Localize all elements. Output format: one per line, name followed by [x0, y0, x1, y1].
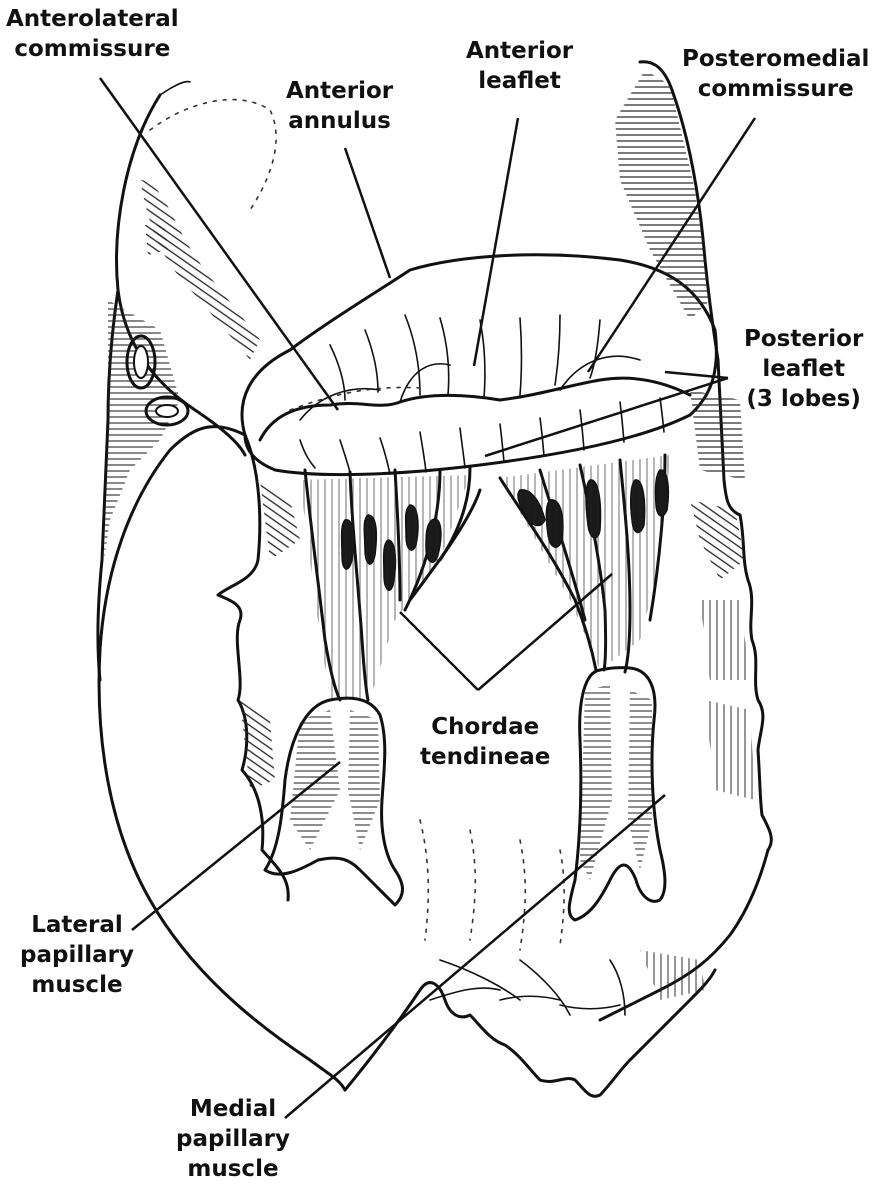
chordae-right-group [500, 455, 670, 672]
label-anterolateral-commissure: Anterolateral commissure [6, 4, 179, 64]
label-posteromedial-commissure: Posteromedial commissure [682, 44, 869, 104]
label-medial-papillary-muscle: Medial papillary muscle [176, 1094, 290, 1184]
ventricular-floor [345, 820, 715, 1096]
leader-anterior-leaflet [474, 118, 518, 366]
posterior-leaflet-ribs [300, 398, 664, 474]
left-ventricle-outer-wall [98, 290, 188, 680]
medial-papillary-muscle-shape [569, 668, 665, 920]
mitral-annulus [242, 255, 716, 475]
label-anterior-annulus: Anterior annulus [286, 76, 393, 136]
right-atrial-wall [615, 62, 745, 515]
leader-anterior-annulus [345, 148, 390, 278]
label-lateral-papillary-muscle: Lateral papillary muscle [20, 910, 134, 1000]
label-posterior-leaflet: Posterior leaflet (3 lobes) [744, 324, 863, 414]
leader-medial-papillary [285, 795, 665, 1118]
leader-chordae-1 [400, 612, 478, 690]
label-chordae-tendineae: Chordae tendineae [420, 712, 550, 772]
lateral-papillary-muscle-shape [265, 698, 403, 905]
label-anterior-leaflet: Anterior leaflet [466, 36, 573, 96]
